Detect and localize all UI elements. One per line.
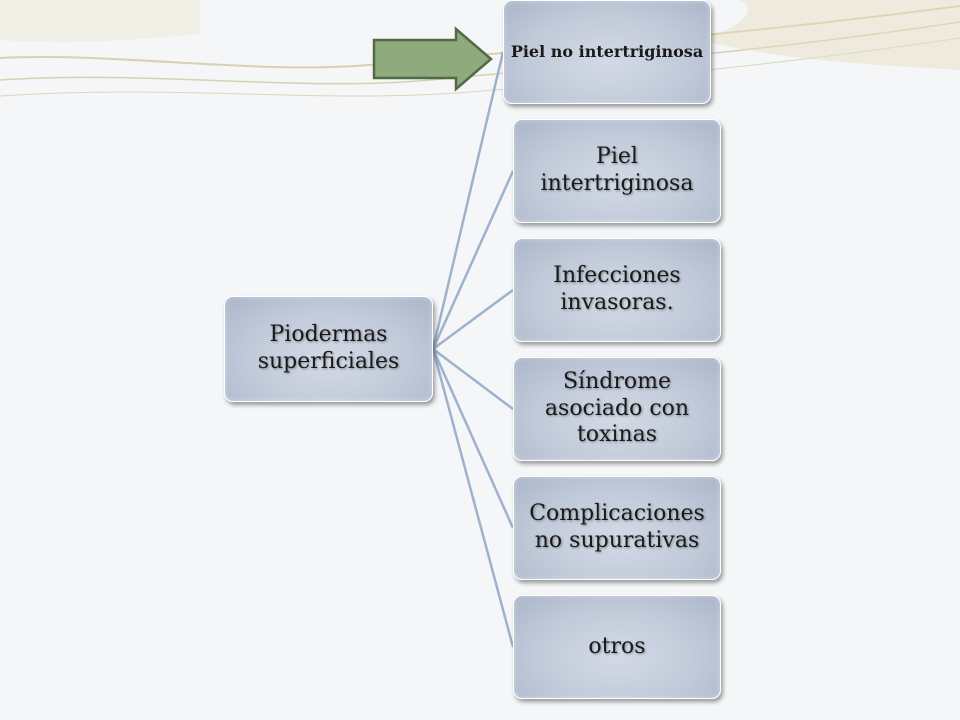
node-label: otros (588, 633, 646, 659)
node-complicaciones-no-supurativas[interactable]: Complicaciones no supurativas (513, 476, 721, 580)
connector-infecciones-invasoras (432, 288, 514, 351)
node-label: Infecciones invasoras. (553, 263, 681, 315)
node-label: Complicaciones no supurativas (529, 501, 705, 553)
node-infecciones-invasoras[interactable]: Infecciones invasoras. (513, 238, 721, 342)
node-piel-no-intertriginosa[interactable]: Piel no intertriginosa (503, 0, 711, 104)
root-node-label: Piodermas superficiales (257, 322, 400, 374)
node-otros[interactable]: otros (513, 595, 721, 699)
node-label: Síndrome asociado con toxinas (544, 368, 690, 448)
connector-sindrome-toxinas (432, 348, 514, 410)
node-piel-intertriginosa[interactable]: Piel intertriginosa (513, 119, 721, 223)
connector-otros (431, 348, 515, 648)
node-label: Piel intertriginosa (540, 144, 694, 196)
root-node[interactable]: Piodermas superficiales (224, 296, 433, 402)
connector-piel-intertriginosa (431, 170, 515, 350)
node-sindrome-toxinas[interactable]: Síndrome asociado con toxinas (513, 357, 721, 461)
node-label: Piel no intertriginosa (510, 42, 704, 61)
connector-complicaciones (431, 348, 515, 529)
connector-piel-no-intertriginosa (431, 51, 505, 350)
right-arrow-icon (372, 26, 493, 92)
